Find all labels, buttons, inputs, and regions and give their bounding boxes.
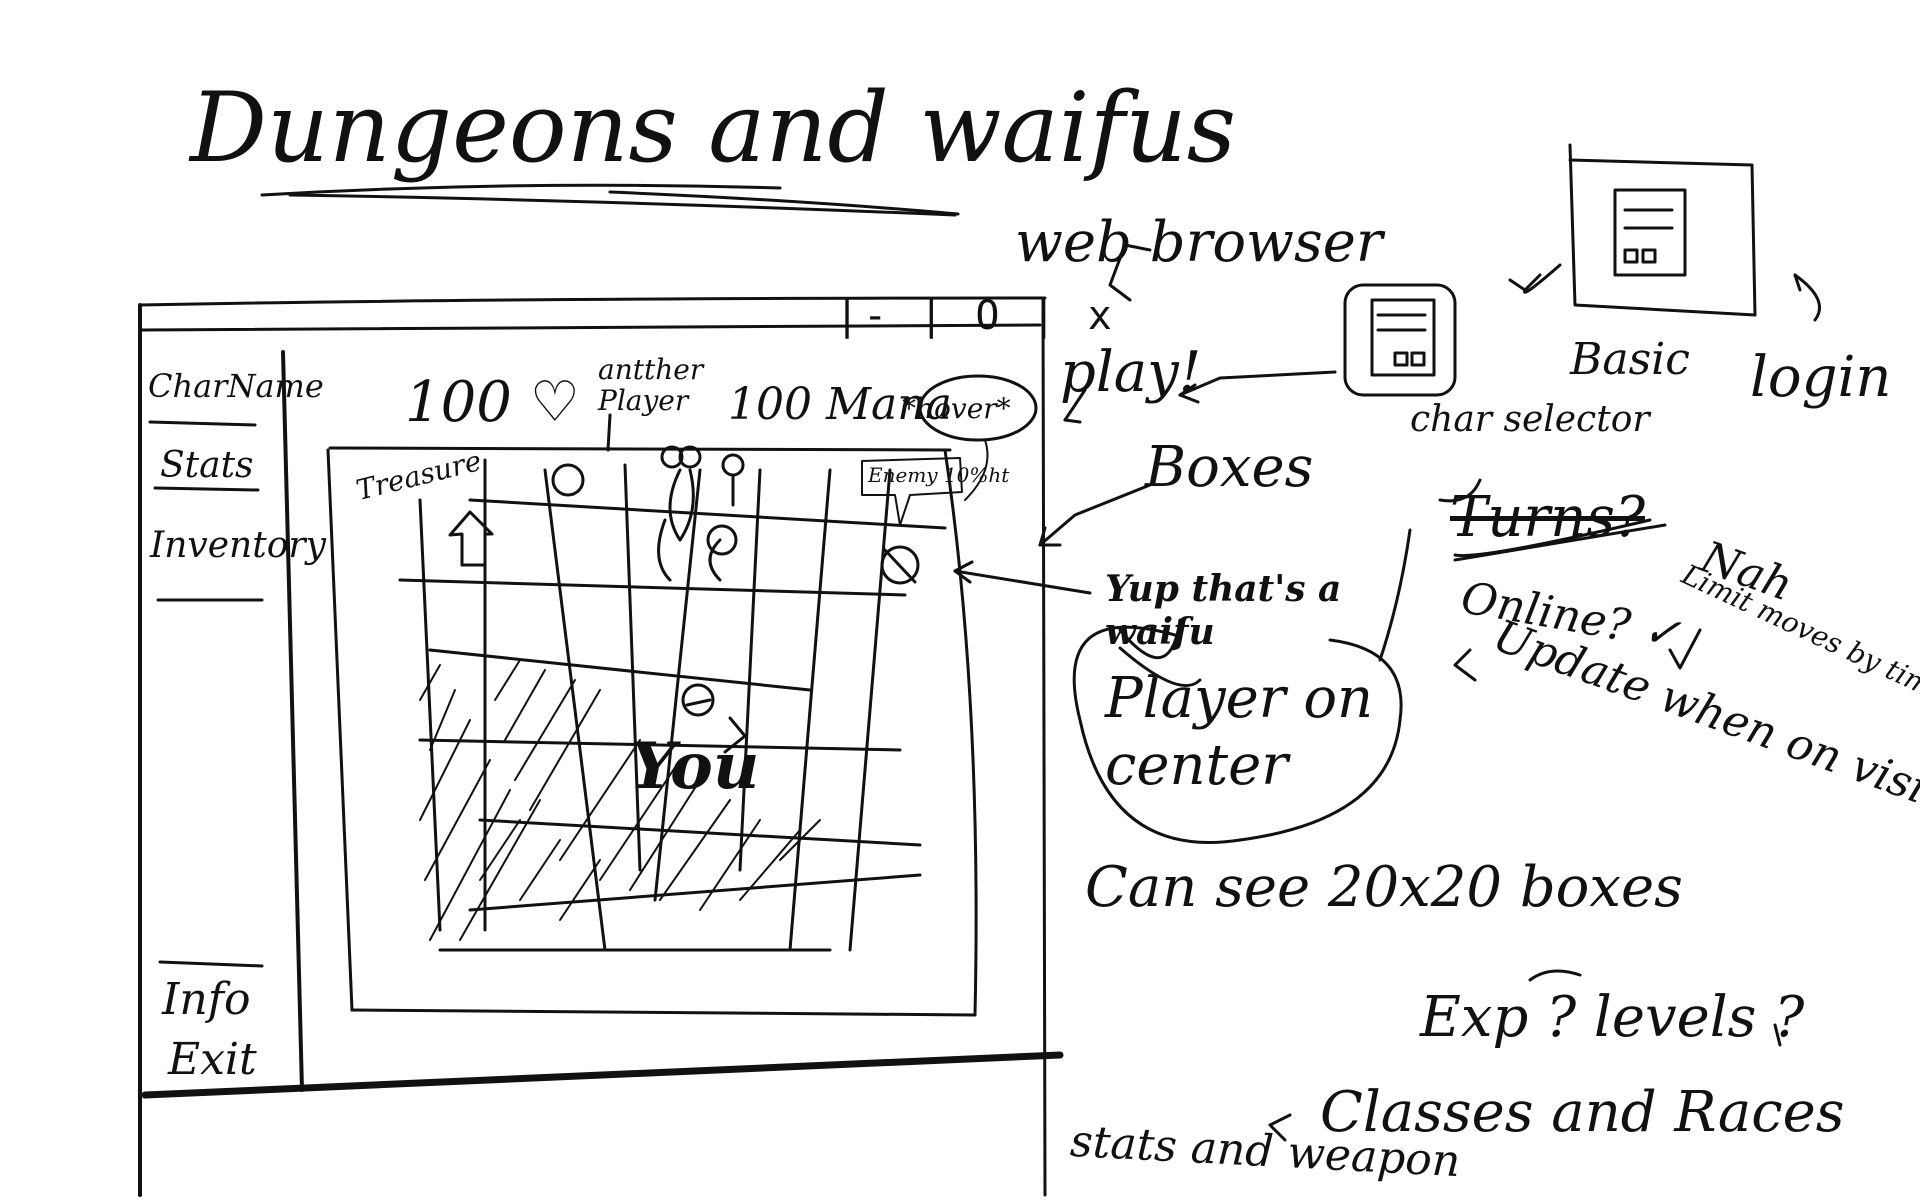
- note-play: play!: [1060, 340, 1202, 405]
- sidebar-info[interactable]: Info: [162, 974, 251, 1025]
- hover-label: *hover*: [902, 392, 1011, 425]
- sidebar-exit[interactable]: Exit: [168, 1034, 257, 1085]
- sidebar-inventory[interactable]: Inventory: [150, 525, 326, 566]
- window-controls[interactable]: |- | O | x: [835, 293, 1116, 339]
- page-title: Dungeons and waifus: [190, 72, 1237, 184]
- sidebar-stats[interactable]: Stats: [160, 445, 254, 486]
- other-player-label: antther Player: [598, 353, 704, 417]
- note-char-selector: char selector: [1410, 399, 1650, 440]
- note-player-center: Player on center: [1105, 666, 1374, 799]
- health-display: 100 ♡: [405, 370, 580, 435]
- note-exp-levels: Exp ? levels ?: [1420, 985, 1805, 1050]
- note-web-browser: web browser: [1015, 210, 1383, 275]
- note-can-see: Can see 20x20 boxes: [1085, 855, 1683, 920]
- sidebar-char-name[interactable]: CharName: [148, 367, 324, 405]
- note-login: login: [1750, 345, 1892, 410]
- note-classes-races: Classes and Races: [1320, 1080, 1845, 1145]
- note-boxes: Boxes: [1145, 435, 1314, 500]
- note-basic: Basic: [1570, 334, 1690, 385]
- mana-display: 100 Mana: [728, 379, 952, 430]
- you-marker: You: [630, 729, 760, 804]
- note-waifu: Yup that's a waifu: [1105, 568, 1342, 654]
- note-turns: Turns?: [1450, 485, 1646, 550]
- enemy-tooltip: Enemy 10%ht: [868, 463, 1010, 487]
